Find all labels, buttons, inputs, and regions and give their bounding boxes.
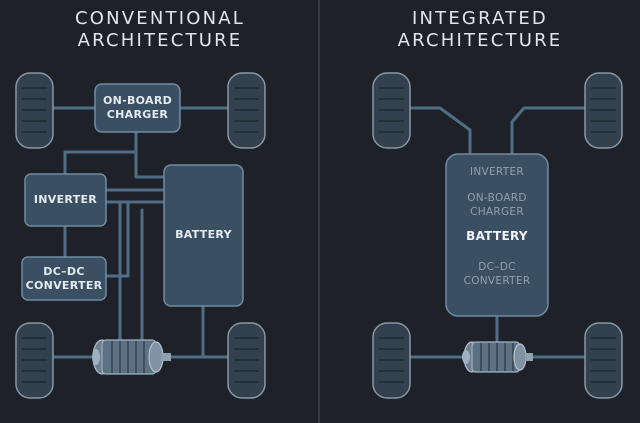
right-dcdc-label-line1: DC–DC: [478, 261, 516, 273]
left-front-left-wheel: [15, 72, 54, 149]
left-rear-left-wheel: [15, 322, 54, 399]
right-front-right-wheel: [584, 72, 623, 149]
left-wiring: [50, 106, 232, 359]
right-title-line1: INTEGRATED: [411, 8, 548, 29]
right-left-axle-link: [408, 106, 472, 156]
right-charger-label-line1: ON-BOARD: [467, 192, 527, 204]
right-rear-right-wheel: [584, 322, 623, 399]
right-rear-left-wheel: [372, 322, 411, 399]
left-rear-right-wheel: [227, 322, 266, 399]
right-battery-label: BATTERY: [466, 229, 528, 243]
left-inverter-label: INVERTER: [33, 193, 98, 206]
right-title-line2: ARCHITECTURE: [397, 30, 563, 51]
left-title-line2: ARCHITECTURE: [77, 30, 243, 51]
left-dcdc-label-line2: CONVERTER: [25, 279, 103, 292]
right-wiring: [408, 106, 597, 359]
right-charger-label: ON-BOARD CHARGER: [446, 191, 548, 219]
left-charger-to-battery: [134, 150, 166, 179]
left-dcdc-label: DC–DC CONVERTER: [22, 265, 106, 293]
right-integrated-module: [445, 153, 549, 317]
right-motor-icon: [462, 341, 533, 373]
left-battery-label: BATTERY: [175, 228, 232, 241]
left-front-right-wheel: [227, 72, 266, 149]
left-inverter-box: [24, 173, 107, 227]
left-charger-label-line1: ON-BOARD: [102, 94, 173, 107]
left-panel-title: CONVENTIONAL ARCHITECTURE: [0, 8, 320, 52]
right-dcdc-label: DC–DC CONVERTER: [446, 260, 548, 288]
left-dcdc-to-battery: [103, 200, 130, 278]
left-battery-down: [168, 304, 205, 359]
left-title-line1: CONVENTIONAL: [74, 8, 246, 29]
left-dcdc-box: [21, 256, 107, 301]
left-charger-box: [94, 83, 181, 133]
left-motor-icon: [92, 339, 171, 375]
right-right-axle-link: [510, 106, 597, 156]
left-battery-box: [163, 164, 244, 307]
right-dcdc-label-line2: CONVERTER: [463, 275, 531, 287]
left-charger-to-inverter: [63, 130, 138, 175]
left-dcdc-label-line1: DC–DC: [43, 265, 85, 278]
right-inverter-label: INVERTER: [469, 166, 525, 178]
left-charger-label: ON-BOARD CHARGER: [95, 94, 180, 122]
right-charger-label-line2: CHARGER: [470, 206, 524, 218]
right-panel-title: INTEGRATED ARCHITECTURE: [320, 8, 640, 52]
left-charger-label-line2: CHARGER: [106, 108, 169, 121]
right-front-left-wheel: [372, 72, 411, 149]
